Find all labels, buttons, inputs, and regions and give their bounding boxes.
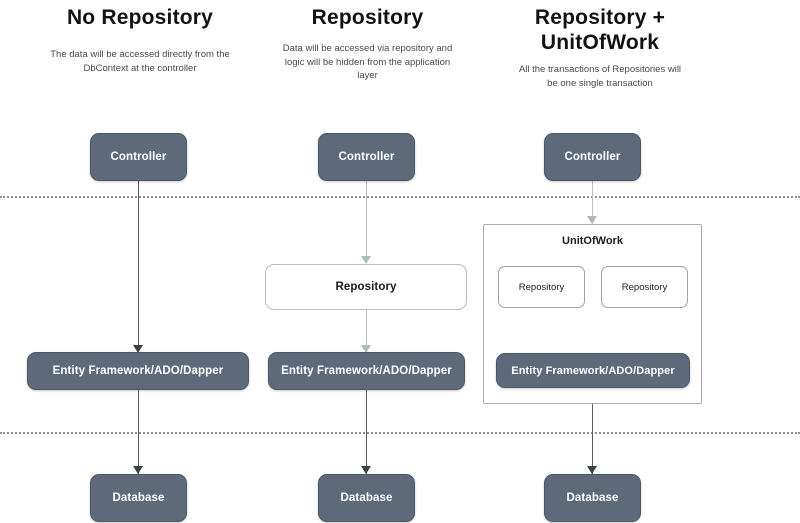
node-database-col3[interactable]: Database bbox=[544, 474, 641, 522]
column-title-repository: Repository bbox=[311, 6, 424, 29]
column-subtitle-repository: Data will be accessed via repository and… bbox=[282, 43, 453, 81]
arrowhead-repository-to-data-access-col2 bbox=[361, 345, 371, 353]
column-title-repository-unitofwork: Repository + UnitOfWork bbox=[534, 6, 666, 54]
node-controller-col2[interactable]: Controller bbox=[318, 133, 415, 181]
label-unitofwork: UnitOfWork bbox=[562, 235, 623, 247]
node-controller-col1[interactable]: Controller bbox=[90, 133, 187, 181]
column-subtitle-no-repository: The data will be accessed directly from … bbox=[50, 49, 230, 74]
node-controller-col3[interactable]: Controller bbox=[544, 133, 641, 181]
layer-divider-bottom bbox=[0, 432, 800, 434]
column-title-no-repository: No Repository bbox=[66, 6, 214, 29]
node-data-access-col3[interactable]: Entity Framework/ADO/Dapper bbox=[496, 353, 690, 388]
node-repository-col2[interactable]: Repository bbox=[265, 264, 467, 310]
node-repository-1-col3[interactable]: Repository bbox=[498, 266, 585, 308]
node-database-col2[interactable]: Database bbox=[318, 474, 415, 522]
node-database-col1[interactable]: Database bbox=[90, 474, 187, 522]
arrowhead-unitofwork-to-database-col3 bbox=[587, 466, 597, 474]
connector-controller-to-repository-col2 bbox=[366, 180, 367, 262]
connector-controller-to-data-access-col1 bbox=[138, 180, 139, 352]
column-subtitle-repository-unitofwork: All the transactions of Repositories wil… bbox=[518, 64, 682, 89]
connector-controller-to-unitofwork-col3 bbox=[592, 180, 593, 224]
layer-divider-top bbox=[0, 196, 800, 198]
node-repository-2-col3[interactable]: Repository bbox=[601, 266, 688, 308]
arrowhead-controller-to-data-access-col1 bbox=[133, 345, 143, 353]
connector-data-access-to-database-col1 bbox=[138, 389, 139, 474]
arrowhead-controller-to-unitofwork-col3 bbox=[587, 216, 597, 224]
connector-data-access-to-database-col2 bbox=[366, 389, 367, 474]
node-data-access-col2[interactable]: Entity Framework/ADO/Dapper bbox=[268, 352, 465, 390]
node-data-access-col1[interactable]: Entity Framework/ADO/Dapper bbox=[27, 352, 249, 390]
container-unitofwork[interactable]: UnitOfWork Repository Repository Entity … bbox=[483, 224, 702, 404]
connector-unitofwork-to-database-col3 bbox=[592, 404, 593, 474]
arrowhead-data-access-to-database-col2 bbox=[361, 466, 371, 474]
arrowhead-data-access-to-database-col1 bbox=[133, 466, 143, 474]
connector-repository-to-data-access-col2 bbox=[366, 310, 367, 358]
arrowhead-controller-to-repository-col2 bbox=[361, 256, 371, 264]
